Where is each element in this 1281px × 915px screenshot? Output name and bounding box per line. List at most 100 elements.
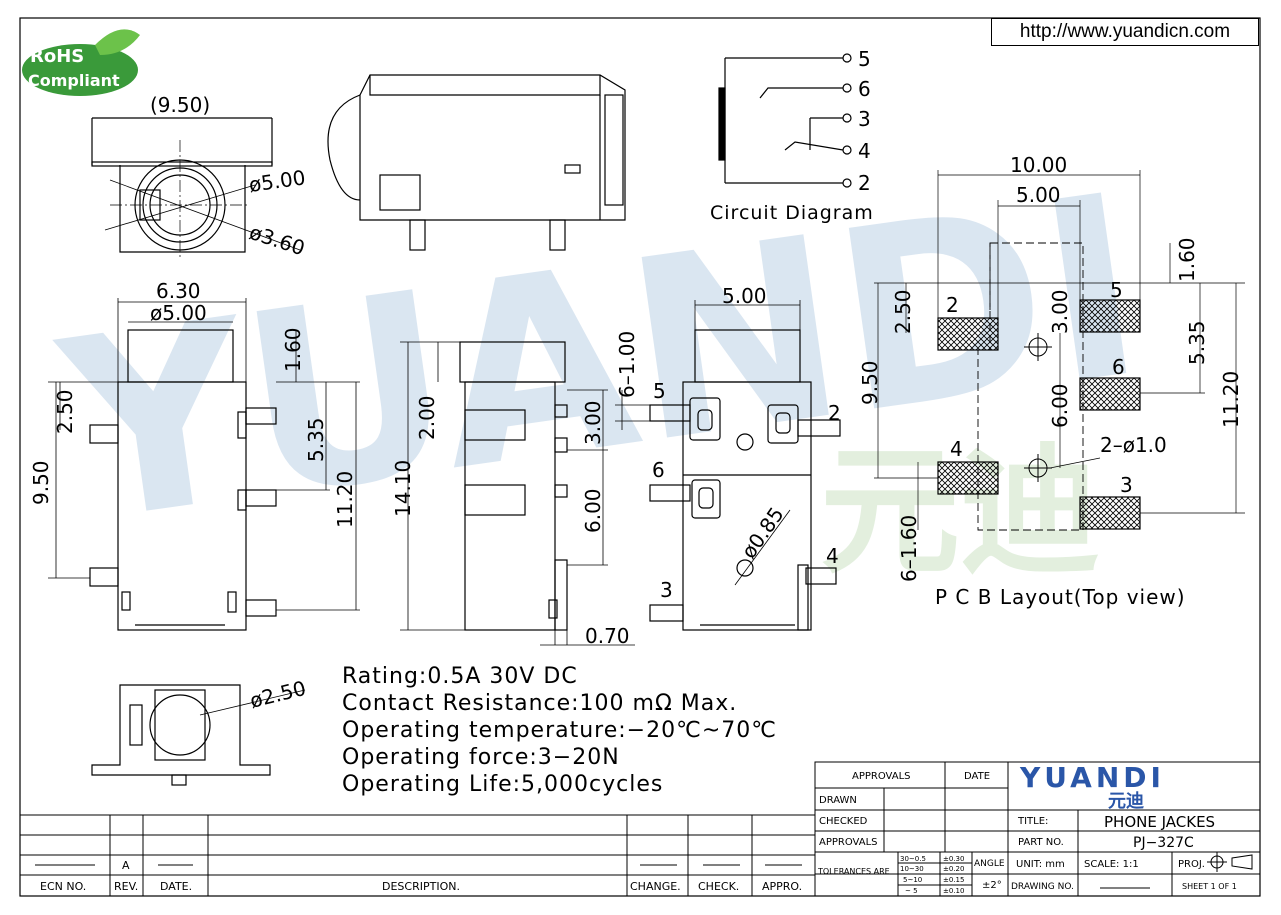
side-dim-1410: 14.10 [391,460,415,517]
tol-range-2: 10~30 [900,865,924,873]
top-diameter-label: ø5.00 [150,301,207,325]
svg-text:RoHS: RoHS [30,46,84,67]
bottom-pin-size-label: 6–1.00 [615,331,639,398]
description-header: DESCRIPTION. [382,880,460,893]
rohs-logo: RoHS Compliant [22,29,140,96]
pcb-dim-535: 5.35 [1185,320,1209,365]
pcb-pad-5: 5 [1110,278,1123,302]
pcb-holes-label: 2–ø1.0 [1100,433,1167,457]
tol-value-4: ±0.10 [943,887,964,895]
bottom-width-label: 5.00 [722,284,767,308]
pcb-dim-600: 6.00 [1048,383,1072,428]
rev-header: REV. [114,880,138,893]
tol-value-3: ±0.15 [943,876,964,884]
part-number-value: PJ−327C [1133,835,1194,851]
top-view [48,298,360,631]
change-header: CHANGE. [630,880,681,893]
front-width-label: (9.50) [150,93,210,117]
pcb-dim-500: 5.00 [1016,183,1061,207]
circuit-title: Circuit Diagram [710,202,874,224]
side-dim-300: 3.00 [581,400,605,445]
leaf-icon [95,29,140,55]
circuit-pin-3: 3 [858,107,871,131]
small-view [91,684,306,786]
check-header: CHECK. [698,880,739,893]
bottom-pin-4: 4 [826,544,839,568]
svg-text:元迪: 元迪 [820,431,1100,594]
spec-operating-life: Operating Life:5,000cycles [342,772,663,797]
angle-label: ANGLE [974,859,1005,869]
top-dim-250: 2.50 [53,389,77,434]
circuit-diagram [718,53,852,188]
sheet-label: SHEET 1 OF 1 [1182,882,1237,891]
scale-label: SCALE: 1:1 [1084,859,1139,870]
pcb-dim-1120: 11.20 [1219,371,1243,428]
pcb-pad-2: 2 [946,293,959,317]
side-dim-600: 6.00 [581,488,605,533]
top-dim-950: 9.50 [29,460,53,505]
drawn-label: DRAWN [819,795,857,806]
bottom-pin-3: 3 [660,578,673,602]
tol-range-3: 5~10 [903,876,922,884]
brand-logo: YUANDI [1019,761,1165,794]
website-url[interactable]: http://www.yuandicn.com [991,18,1259,46]
top-dim-160: 1.60 [281,327,305,372]
front-outer-diameter-label: ø5.00 [247,165,307,197]
approvals-label: APPROVALS [819,837,878,848]
brand-logo-cn: 元迪 [1108,791,1144,812]
pcb-layout [874,170,1245,531]
circuit-pin-5: 5 [858,47,871,71]
pcb-dim-160: 1.60 [1175,237,1199,282]
watermark: YUANDI 元迪 [45,140,1158,594]
top-dim-535: 5.35 [304,417,328,462]
pcb-pad-6: 6 [1112,355,1125,379]
pcb-dim-250: 2.50 [891,289,915,334]
projection-label: PROJ. [1178,859,1205,870]
title-label: TITLE: [1017,816,1048,827]
side-view [400,341,635,646]
appro-header: APPRO. [762,880,802,893]
title-block [814,761,1261,897]
pcb-dim-300: 3.00 [1048,289,1072,334]
side-dim-200: 2.00 [415,395,439,440]
circuit-pin-6: 6 [858,77,871,101]
bottom-pin-5: 5 [653,379,666,403]
spec-list: Rating:0.5A 30V DC Contact Resistance:10… [342,664,777,797]
spec-contact-resistance: Contact Resistance:100 mΩ Max. [342,691,737,716]
title-value: PHONE JACKES [1104,813,1215,831]
front-inner-diameter-label: ø3.60 [246,220,307,260]
bottom-pin-6: 6 [652,458,665,482]
front-view [91,117,301,260]
small-view-diameter-label: ø2.50 [247,676,308,713]
circuit-pin-4: 4 [858,139,871,163]
date-header: DATE. [160,880,192,893]
drawing-number-label: DRAWING NO. [1011,882,1074,892]
circuit-pin-2: 2 [858,171,871,195]
angle-value: ±2° [982,880,1002,891]
top-dim-1120: 11.20 [333,471,357,528]
ecn-header: ECN NO. [40,880,86,893]
pcb-pad-4: 4 [950,437,963,461]
tol-value-2: ±0.20 [943,865,964,873]
spec-rating: Rating:0.5A 30V DC [342,664,578,689]
tol-range-4: ~ 5 [905,887,918,895]
pcb-title: P C B Layout(Top view) [935,585,1186,609]
tolerances-label: TOLERANCES ARE [817,867,890,876]
pcb-pad-3: 3 [1120,473,1133,497]
date-column-header: DATE [964,771,990,782]
checked-label: CHECKED [819,816,868,827]
bottom-pin-2: 2 [828,401,841,425]
spec-operating-temperature: Operating temperature:−20℃~70℃ [342,718,777,743]
svg-text:Compliant: Compliant [28,71,120,90]
pcb-pads-label: 6–1.60 [897,515,921,582]
pcb-dim-1000: 10.00 [1010,153,1067,177]
approvals-header: APPROVALS [852,771,911,782]
unit-label: UNIT: mm [1016,859,1065,870]
bottom-view [615,300,841,631]
isometric-view [327,74,626,251]
tol-range-1: 30~0.5 [900,855,926,863]
revision-value: A [122,859,130,872]
spec-operating-force: Operating force:3−20N [342,745,620,770]
